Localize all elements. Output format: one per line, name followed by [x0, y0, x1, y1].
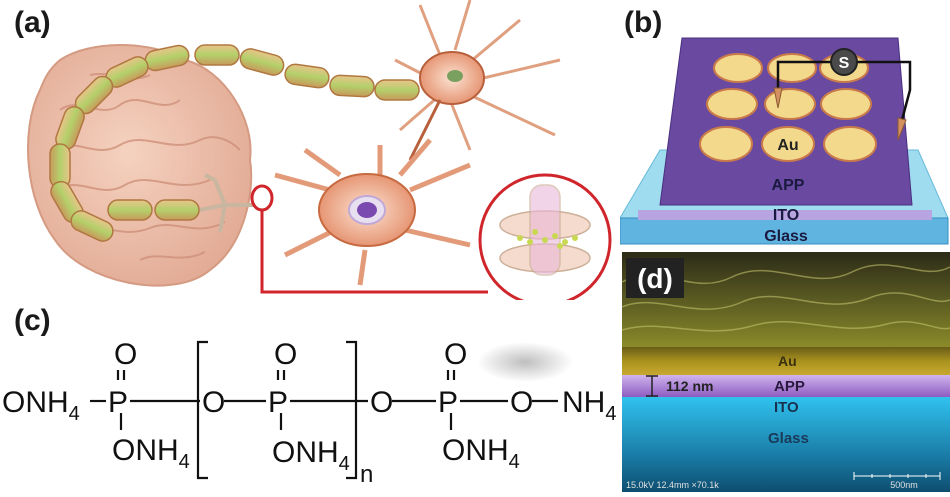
sem-label-glass: Glass — [768, 430, 809, 447]
p-atom-3: P — [438, 386, 458, 419]
o-atom-5: O — [444, 338, 467, 371]
left-onh4: ONH4 — [2, 386, 80, 425]
p-atom-1: P — [108, 386, 128, 419]
probe-tip-left — [773, 87, 783, 109]
p-atom-2: P — [268, 386, 288, 419]
o-atom-3: O — [274, 338, 297, 371]
synapse-detail — [499, 184, 591, 276]
panel-d: (d) 112 nm Au APP ITO Glass 15.0kV 12.4m… — [621, 252, 950, 492]
probe-wires — [776, 60, 912, 121]
sem-label-au: Au — [778, 353, 797, 369]
panel-c-label: (c) — [14, 304, 51, 337]
shadow-blob — [477, 342, 573, 382]
device-schematic: S Au APP ITO Glass — [619, 37, 949, 245]
bottom-onh4-1: ONH4 — [112, 434, 190, 473]
o-atom-6: O — [510, 386, 533, 419]
panel-d-label: (d) — [637, 263, 673, 294]
sem-info: 15.0kV 12.4mm ×70.1k — [626, 480, 719, 490]
label-glass: Glass — [764, 228, 808, 245]
sem-app-layer — [622, 375, 950, 397]
label-au: Au — [777, 137, 798, 154]
repeat-n: n — [360, 461, 373, 488]
bottom-onh4-3: ONH4 — [442, 434, 520, 473]
scale-bar-label: 500nm — [890, 480, 918, 490]
upper-neuron — [394, 0, 561, 161]
sem-au-layer — [622, 347, 950, 375]
lower-neuron — [274, 138, 471, 286]
panel-b: (b) S Au APP ITO Gla — [619, 0, 950, 252]
label-app: APP — [772, 177, 805, 194]
app-chemical-structure: ONH4 P O ONH4 O P O ONH4 n O P O ONH4 O … — [2, 338, 616, 488]
panel-a-label: (a) — [14, 6, 51, 39]
o-atom-1: O — [114, 338, 137, 371]
panel-c: (c) ONH4 P O ONH4 O P O ONH4 n O P — [0, 300, 625, 492]
source-icon-label: S — [839, 55, 850, 72]
bonds — [90, 340, 558, 480]
probe-tip-right — [897, 117, 907, 141]
sem-cross-section: (d) 112 nm Au APP ITO Glass 15.0kV 12.4m… — [621, 252, 950, 492]
bottom-onh4-2: ONH4 — [272, 436, 350, 475]
sem-label-ito: ITO — [774, 399, 799, 416]
o-atom-4: O — [370, 386, 393, 419]
label-ito: ITO — [773, 207, 799, 224]
source-icon — [830, 48, 858, 76]
right-nh4: NH4 — [562, 386, 616, 425]
neuron-illustration — [27, 0, 612, 307]
o-atom-2: O — [202, 386, 225, 419]
scale-bar — [853, 472, 941, 480]
panel-b-label: (b) — [624, 6, 663, 39]
panel-a: (a) — [0, 0, 620, 307]
thickness-marker — [646, 375, 658, 397]
axon-terminal — [199, 173, 255, 233]
thickness-label: 112 nm — [666, 378, 713, 394]
sem-label-app: APP — [774, 378, 805, 395]
panel-d-label-box — [626, 258, 684, 298]
axon-segments — [49, 44, 420, 242]
